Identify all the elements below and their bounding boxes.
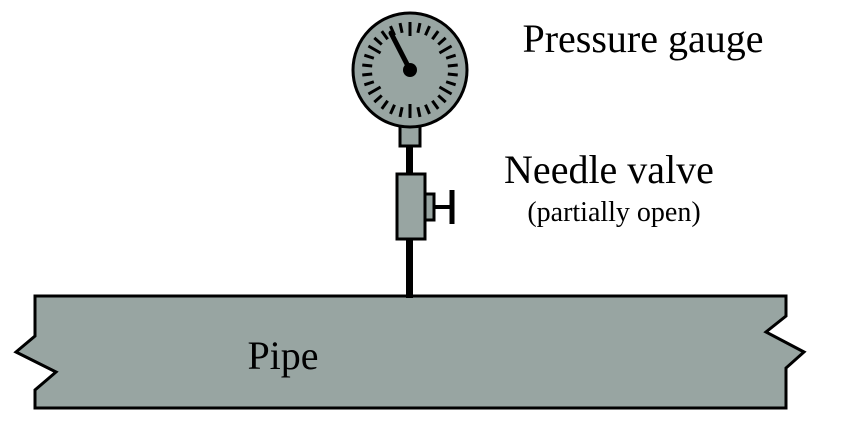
gauge-tick xyxy=(367,44,382,55)
gauge-tick xyxy=(363,53,375,60)
gauge-tick xyxy=(447,72,458,77)
gauge-tick xyxy=(398,22,404,34)
gauge-tick xyxy=(362,72,373,77)
needle-valve-body xyxy=(395,172,427,241)
gauge-ticks xyxy=(362,22,458,118)
gauge-tick xyxy=(431,99,440,110)
gauge-tick xyxy=(424,104,431,115)
pipe xyxy=(13,294,807,410)
gauge-tick xyxy=(362,63,373,68)
gauge-tick xyxy=(438,85,453,96)
gauge-tick xyxy=(380,30,389,41)
upper-tubing xyxy=(406,145,413,175)
gauge-tick xyxy=(447,63,458,68)
gauge-tick xyxy=(363,80,375,87)
pipe-label: Pipe xyxy=(247,333,318,378)
gauge-tick xyxy=(373,36,383,46)
gauge-tick xyxy=(416,22,422,34)
needle-valve-stem xyxy=(423,192,436,222)
gauge-tick xyxy=(373,94,383,104)
gauge-tick xyxy=(424,25,431,36)
gauge-tick xyxy=(445,53,457,60)
gauge-tick xyxy=(367,85,382,96)
lower-tubing xyxy=(406,238,413,298)
pressure-gauge-label: Pressure gauge xyxy=(522,16,763,61)
gauge-tick xyxy=(437,36,447,46)
gauge-tick xyxy=(389,104,396,115)
gauge-tick xyxy=(431,30,440,41)
needle-valve-label: Needle valve xyxy=(504,147,714,192)
gauge-needle-hub xyxy=(403,63,417,77)
gauge-tick xyxy=(380,99,389,110)
valve-state-label: (partially open) xyxy=(527,197,700,228)
gauge-tick xyxy=(437,94,447,104)
gauge-tick xyxy=(398,106,404,118)
gauge-tick xyxy=(445,80,457,87)
gauge-tick xyxy=(438,44,453,55)
gauge-tick xyxy=(416,106,422,118)
